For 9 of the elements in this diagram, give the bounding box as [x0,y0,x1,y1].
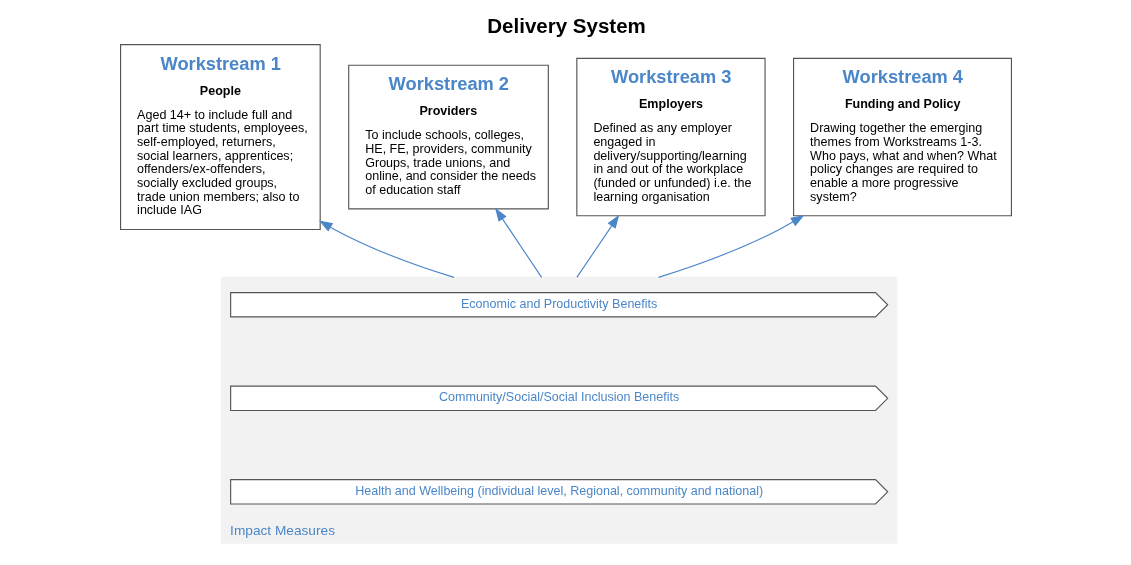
node-box: Workstream 1 People Aged 14+ to include full and part time students, employees, self-employed, returners, social learners, apprentices; offenders/ex-offenders, socially excluded groups, trade union members; also to include IAG [119,44,321,231]
arrow [575,214,619,278]
arrow [318,220,455,278]
arrow [657,214,804,278]
diagram-title: Delivery System [486,13,646,37]
arrow [494,207,542,278]
node-box: Workstream 3 Employers Defined as any employer engaged in delivery/supporting/learning in and out of the workplace (funded or unfunded) i.e. the learning organisation [575,57,766,217]
node-box: Workstream 4 Funding and Policy Drawing together the emerging themes from Workstreams 1-3. Who pays, what and when? What policy changes are required to enable a more progressive system? [792,57,1012,217]
node-box: Workstream 2 Providers To include schools, colleges, HE, FE, providers, community Groups, trade unions, and online, and consider the needs of education staff [347,64,549,210]
